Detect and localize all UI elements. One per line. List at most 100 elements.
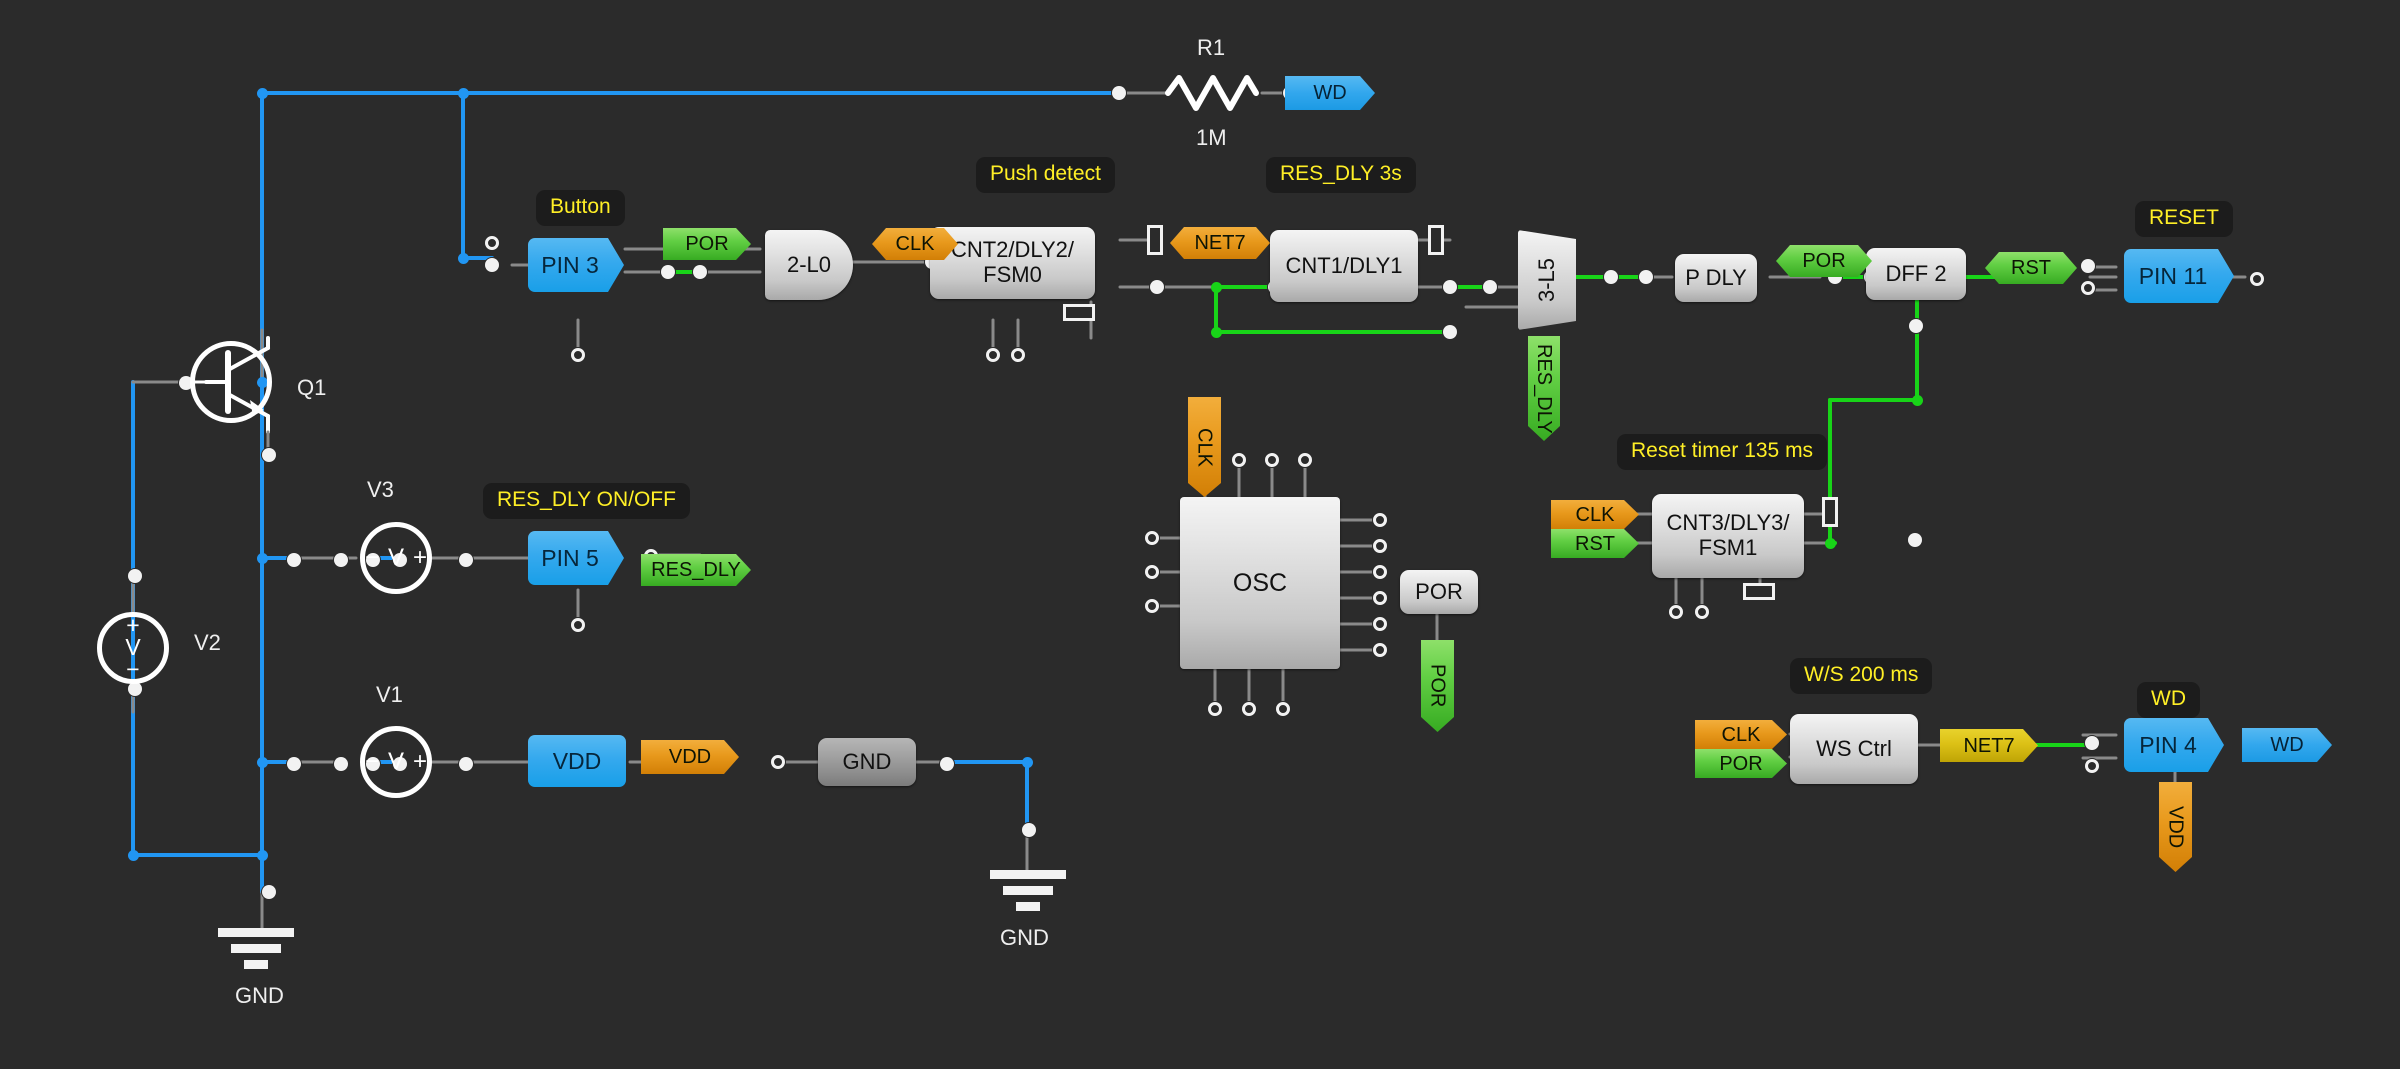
io-stub[interactable] — [1063, 304, 1095, 321]
block-osc[interactable]: OSC — [1180, 497, 1340, 669]
net-dot[interactable] — [1908, 533, 1922, 547]
open-pin[interactable] — [1265, 453, 1279, 467]
open-pin[interactable] — [1695, 605, 1709, 619]
net-flag-res-dly-pin5[interactable]: RES_DLY — [641, 554, 751, 586]
net-dot[interactable] — [334, 553, 348, 567]
net-dot[interactable] — [1112, 86, 1126, 100]
net-dot[interactable] — [485, 258, 499, 272]
voltage-source-v3[interactable]: − V + — [360, 522, 432, 594]
vdd-pin-block[interactable]: VDD — [528, 735, 626, 787]
net-dot-hollow[interactable] — [2250, 272, 2264, 286]
ground-symbol-center[interactable] — [990, 870, 1066, 918]
open-pin[interactable] — [1232, 453, 1246, 467]
net-flag-net7-ws[interactable]: NET7 — [1940, 729, 2038, 762]
net-flag-por-out[interactable]: POR — [1421, 640, 1454, 732]
net-flag-vdd-pin4[interactable]: VDD — [2159, 782, 2192, 872]
net-flag-clk-cnt2[interactable]: CLK — [872, 228, 958, 260]
net-label: VDD — [668, 746, 712, 768]
block-p-dly[interactable]: P DLY — [1675, 254, 1757, 302]
voltage-source-v1[interactable]: − V + — [360, 726, 432, 798]
open-pin[interactable] — [1242, 702, 1256, 716]
net-dot[interactable] — [1604, 270, 1618, 284]
io-stub[interactable] — [1822, 497, 1838, 527]
open-pin[interactable] — [1373, 539, 1387, 553]
net-flag-wd-top[interactable]: WD — [1285, 76, 1375, 110]
net-dot[interactable] — [693, 265, 707, 279]
open-pin[interactable] — [485, 236, 499, 250]
block-cnt2-dly2-fsm0[interactable]: CNT2/DLY2/ FSM0 — [930, 227, 1095, 299]
net-dot[interactable] — [128, 682, 142, 696]
open-pin[interactable] — [1298, 453, 1312, 467]
open-pin[interactable] — [1373, 565, 1387, 579]
block-por[interactable]: POR — [1400, 570, 1478, 614]
net-dot[interactable] — [179, 376, 193, 390]
net-dot[interactable] — [1443, 325, 1457, 339]
io-stub[interactable] — [1428, 225, 1444, 255]
net-dot[interactable] — [2085, 736, 2099, 750]
net-flag-clk-osc[interactable]: CLK — [1188, 397, 1221, 497]
open-pin[interactable] — [1145, 565, 1159, 579]
and-gate-2l0[interactable]: 2-L0 — [765, 230, 853, 300]
open-pin[interactable] — [1208, 702, 1222, 716]
net-dot[interactable] — [1639, 270, 1653, 284]
net-dot[interactable] — [334, 757, 348, 771]
open-pin[interactable] — [771, 755, 785, 769]
open-pin[interactable] — [571, 618, 585, 632]
block-gnd[interactable]: GND — [818, 738, 916, 786]
block-cnt1-dly1[interactable]: CNT1/DLY1 — [1270, 230, 1418, 302]
net-flag-por-ws[interactable]: POR — [1695, 749, 1787, 778]
net-flag-res-dly-mux[interactable]: RES_DLY — [1528, 336, 1560, 441]
net-flag-wd-pin4[interactable]: WD — [2242, 728, 2332, 762]
pin-11[interactable]: PIN 11 — [2124, 249, 2234, 303]
net-dot[interactable] — [1443, 280, 1457, 294]
block-cnt3-dly3-fsm1[interactable]: CNT3/DLY3/ FSM1 — [1652, 494, 1804, 578]
block-dff2[interactable]: DFF 2 — [1866, 248, 1966, 300]
open-pin[interactable] — [1145, 531, 1159, 545]
net-dot[interactable] — [262, 885, 276, 899]
pin-5[interactable]: PIN 5 — [528, 531, 624, 585]
net-flag-por-dff[interactable]: POR — [1776, 245, 1872, 277]
open-pin[interactable] — [1276, 702, 1290, 716]
transistor-q1[interactable] — [190, 341, 272, 423]
net-dot[interactable] — [1483, 280, 1497, 294]
net-flag-clk-cnt3[interactable]: CLK — [1551, 500, 1639, 529]
pin-4[interactable]: PIN 4 — [2124, 718, 2224, 772]
net-dot[interactable] — [1022, 823, 1036, 837]
net-dot[interactable] — [661, 265, 675, 279]
open-pin[interactable] — [1145, 599, 1159, 613]
open-pin[interactable] — [571, 348, 585, 362]
net-flag-rst-out[interactable]: RST — [1985, 252, 2077, 284]
net-dot[interactable] — [459, 553, 473, 567]
net-dot[interactable] — [2081, 259, 2095, 273]
open-pin[interactable] — [1669, 605, 1683, 619]
net-dot[interactable] — [459, 757, 473, 771]
open-pin[interactable] — [1373, 513, 1387, 527]
net-dot[interactable] — [1909, 319, 1923, 333]
net-flag-clk-ws[interactable]: CLK — [1695, 720, 1787, 749]
net-dot[interactable] — [287, 757, 301, 771]
net-flag-por-and[interactable]: POR — [663, 228, 751, 260]
ground-symbol-left[interactable] — [218, 928, 294, 976]
io-stub[interactable] — [1147, 225, 1163, 255]
net-dot[interactable] — [128, 569, 142, 583]
net-flag-vdd[interactable]: VDD — [641, 740, 739, 774]
open-pin[interactable] — [1373, 617, 1387, 631]
net-dot-hollow[interactable] — [2081, 281, 2095, 295]
net-dot[interactable] — [1150, 280, 1164, 294]
net-flag-net7[interactable]: NET7 — [1170, 227, 1270, 259]
pin-3[interactable]: PIN 3 — [528, 238, 624, 292]
net-flag-rst-cnt3[interactable]: RST — [1551, 529, 1639, 558]
net-dot[interactable] — [940, 757, 954, 771]
block-mux-3l5[interactable]: 3-L5 — [1518, 230, 1576, 330]
net-dot[interactable] — [262, 448, 276, 462]
voltage-source-v2[interactable]: + V − — [97, 612, 169, 684]
net-dot-hollow[interactable] — [2085, 759, 2099, 773]
open-pin[interactable] — [1373, 643, 1387, 657]
io-stub[interactable] — [1743, 583, 1775, 600]
open-pin[interactable] — [986, 348, 1000, 362]
open-pin[interactable] — [1011, 348, 1025, 362]
block-ws-ctrl[interactable]: WS Ctrl — [1790, 714, 1918, 784]
open-pin[interactable] — [1373, 591, 1387, 605]
net-dot[interactable] — [287, 553, 301, 567]
